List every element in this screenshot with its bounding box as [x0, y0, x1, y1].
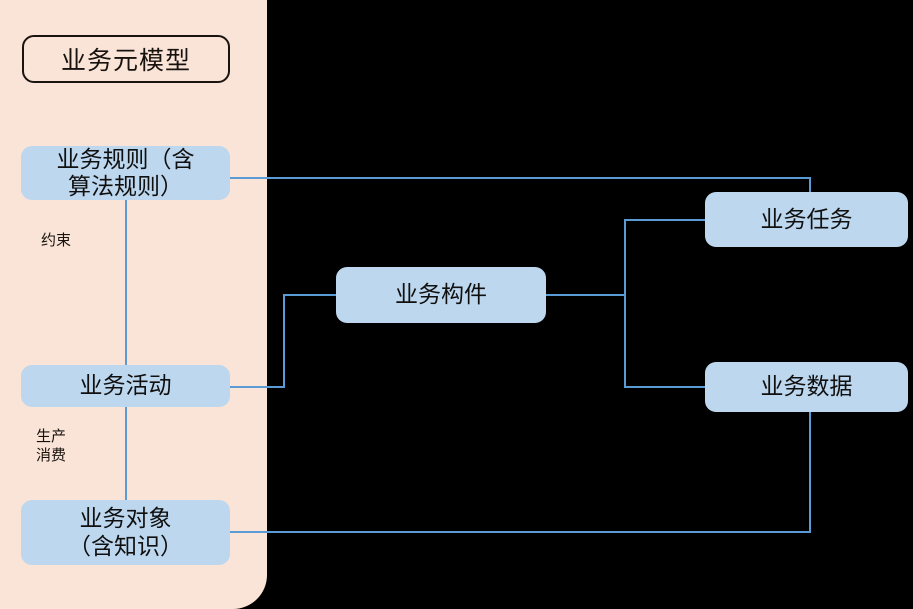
node-business-data-label: 业务数据	[760, 373, 853, 400]
page-title: 业务元模型	[60, 47, 191, 75]
node-business-object-label: 业务对象 （含知识）	[68, 505, 183, 559]
edge-label-constrain: 约束	[41, 232, 72, 249]
node-business-component-label: 业务构件	[395, 281, 487, 308]
edge-rule-to-task	[230, 177, 811, 192]
node-business-data[interactable]: 业务数据	[705, 362, 908, 412]
node-business-activity-label: 业务活动	[79, 372, 172, 399]
node-business-component[interactable]: 业务构件	[336, 267, 546, 323]
edge-component-to-task	[546, 219, 705, 296]
edge-label-produce-consume: 生产 消费	[36, 428, 67, 464]
edge-object-to-data	[230, 412, 811, 533]
diagram-title-box: 业务元模型	[22, 35, 230, 83]
node-business-activity[interactable]: 业务活动	[21, 365, 230, 407]
node-business-task[interactable]: 业务任务	[705, 192, 908, 247]
node-business-object[interactable]: 业务对象 （含知识）	[21, 500, 230, 565]
edge-component-to-data	[624, 295, 705, 388]
node-business-rule[interactable]: 业务规则（含 算法规则）	[21, 146, 230, 200]
node-business-task-label: 业务任务	[760, 205, 853, 232]
node-business-rule-label: 业务规则（含 算法规则）	[56, 145, 195, 199]
